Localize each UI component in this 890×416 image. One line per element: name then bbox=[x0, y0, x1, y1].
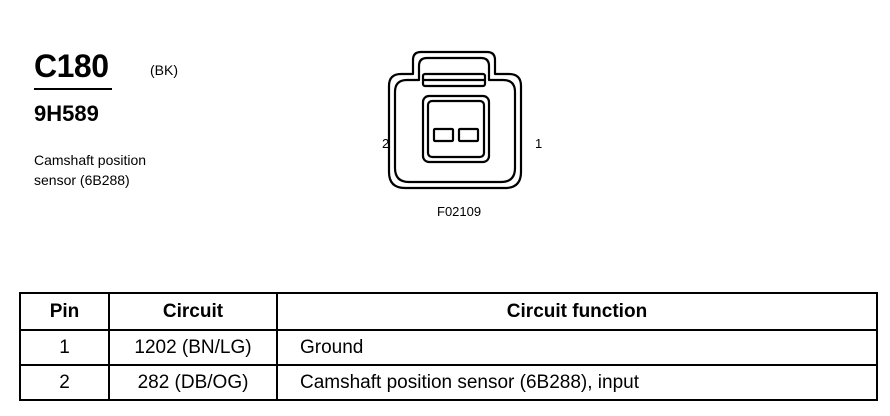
connector-id: C180 bbox=[34, 48, 109, 84]
connector-description: Camshaft position sensor (6B288) bbox=[34, 150, 204, 190]
terminal-cavity-1 bbox=[457, 127, 480, 143]
table-row: 2 282 (DB/OG) Camshaft position sensor (… bbox=[19, 364, 878, 401]
cell-circuit-function: Ground bbox=[276, 329, 878, 366]
header-circuit-function: Circuit function bbox=[276, 292, 878, 331]
header-pin: Pin bbox=[19, 292, 110, 331]
pin-1-label: 1 bbox=[535, 136, 543, 151]
terminal-block bbox=[421, 94, 491, 164]
header-circuit: Circuit bbox=[108, 292, 278, 331]
pinout-table: Pin Circuit Circuit function 1 1202 (BN/… bbox=[19, 292, 878, 401]
description-line-1: Camshaft position bbox=[34, 152, 147, 168]
connector-inner-housing bbox=[393, 56, 517, 184]
part-number: 9H589 bbox=[34, 101, 99, 126]
pin-2-label: 2 bbox=[382, 136, 390, 151]
connector-color: (BK) bbox=[150, 62, 178, 78]
description-line-2: sensor (6B288) bbox=[34, 172, 130, 188]
connector-outer-housing bbox=[387, 50, 523, 190]
terminal-cavity-2 bbox=[432, 127, 455, 143]
connector-face-diagram bbox=[387, 50, 523, 190]
title-underline bbox=[34, 88, 112, 90]
table-row: 1 1202 (BN/LG) Ground bbox=[19, 329, 878, 366]
table-header-row: Pin Circuit Circuit function bbox=[19, 292, 878, 331]
figure-code: F02109 bbox=[437, 204, 482, 219]
cell-circuit: 1202 (BN/LG) bbox=[108, 329, 278, 366]
cell-pin: 2 bbox=[19, 364, 110, 401]
cell-circuit: 282 (DB/OG) bbox=[108, 364, 278, 401]
cell-pin: 1 bbox=[19, 329, 110, 366]
cell-circuit-function: Camshaft position sensor (6B288), input bbox=[276, 364, 878, 401]
